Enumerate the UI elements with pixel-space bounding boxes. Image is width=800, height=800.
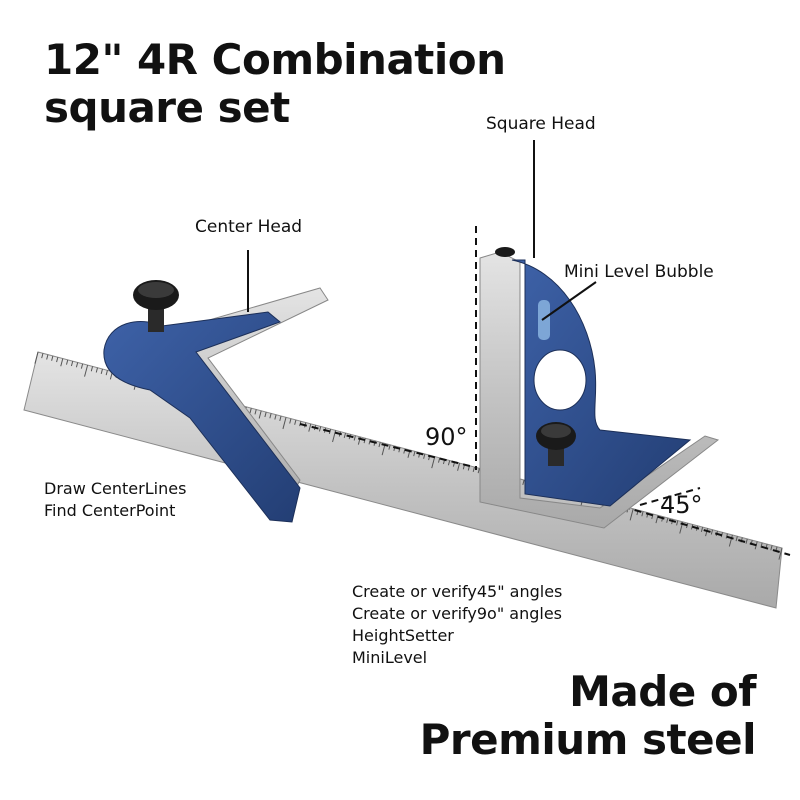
callout-lines: [247, 140, 597, 321]
tagline-line-2: Premium steel: [419, 715, 757, 764]
ruler-tick: [472, 466, 475, 472]
ruler-tick: [728, 534, 733, 547]
ruler-tick: [641, 511, 644, 517]
use-item: HeightSetter: [352, 626, 454, 645]
ruler-tick: [41, 353, 44, 359]
ruler-tick: [60, 358, 64, 367]
ruler-tick: [666, 517, 669, 523]
ruler-tick: [477, 468, 480, 474]
ruler-tick: [378, 442, 381, 448]
ruler-tick: [269, 413, 272, 419]
mini-level-label: Mini Level Bubble: [564, 262, 714, 282]
tagline-line-1: Made of: [569, 667, 756, 716]
angle-guides: [299, 226, 791, 556]
title-line-1: 12" 4R Combination: [44, 35, 506, 84]
tagline: Made of Premium steel: [419, 667, 757, 764]
ruler-tick: [254, 409, 257, 415]
ruler-tick: [264, 411, 267, 418]
ruler-tick: [70, 361, 74, 367]
ruler-tick: [90, 366, 94, 372]
center-head-screw: [148, 306, 164, 332]
use-item: Find CenterPoint: [44, 501, 176, 520]
ruler-tick: [690, 524, 694, 530]
ruler-tick: [431, 456, 436, 469]
ruler-tick: [100, 368, 103, 374]
ruler-tick: [457, 462, 461, 471]
title-line-2: square set: [44, 83, 290, 132]
ruler-tick: [84, 364, 89, 377]
ruler-tick: [438, 457, 441, 463]
ruler-tick: [279, 415, 282, 421]
ruler-tick: [447, 460, 451, 466]
ruler-tick: [51, 355, 54, 361]
ruler-tick: [368, 439, 371, 445]
use-item: MiniLevel: [352, 648, 428, 667]
center-head-label: Center Head: [195, 217, 303, 237]
ruler-tick: [318, 426, 322, 432]
ruler-tick: [770, 545, 773, 551]
ruler-tick: [388, 444, 391, 450]
ruler-tick: [423, 453, 426, 459]
ruler-tick: [760, 542, 763, 548]
ruler-tick: [80, 363, 84, 369]
ruler-tick: [258, 410, 262, 419]
ruler-tick: [710, 529, 714, 535]
mini-level-vial: [538, 300, 550, 340]
ruler-tick: [282, 417, 287, 430]
ruler-tick: [413, 451, 416, 457]
ruler-tick: [75, 362, 79, 368]
ruler-tick: [745, 538, 748, 544]
ruler-tick: [66, 359, 69, 365]
ruler-tick: [676, 520, 679, 526]
ruler-tick: [95, 367, 99, 373]
page-title: 12" 4R Combination square set: [44, 36, 506, 132]
square-head-uses: Create or verify45" angles Create or ver…: [352, 581, 562, 669]
center-head-uses: Draw CenterLines Find CenterPoint: [44, 478, 186, 522]
ruler-tick: [353, 435, 356, 441]
angle-45-label: 45°: [660, 491, 703, 519]
ruler-tick: [56, 357, 59, 363]
angle-90-label: 90°: [425, 423, 468, 451]
square-head: [479, 247, 720, 529]
use-item: Draw CenterLines: [44, 479, 187, 498]
ruler-tick: [34, 351, 39, 364]
use-item: Create or verify9o" angles: [352, 604, 562, 623]
ruler-tick: [343, 432, 347, 438]
ruler-tick: [705, 528, 709, 537]
ruler-tick: [629, 508, 634, 521]
ruler-tick: [289, 418, 292, 424]
ruler-tick: [46, 354, 49, 360]
ruler-tick: [522, 479, 525, 486]
ruler-tick: [249, 408, 252, 414]
center-head: [103, 280, 329, 523]
ruler-tick: [308, 423, 312, 432]
ruler-tick: [735, 536, 738, 542]
ruler-tick: [403, 448, 406, 454]
use-item: Create or verify45" angles: [352, 582, 563, 601]
ruler-tick: [294, 419, 297, 425]
ruler-tick: [105, 370, 108, 376]
ruler-tick: [725, 533, 728, 539]
ruler-tick: [274, 414, 277, 420]
ruler-tick: [700, 526, 704, 533]
square-head-label: Square Head: [486, 114, 596, 134]
ruler-tick: [778, 547, 783, 560]
